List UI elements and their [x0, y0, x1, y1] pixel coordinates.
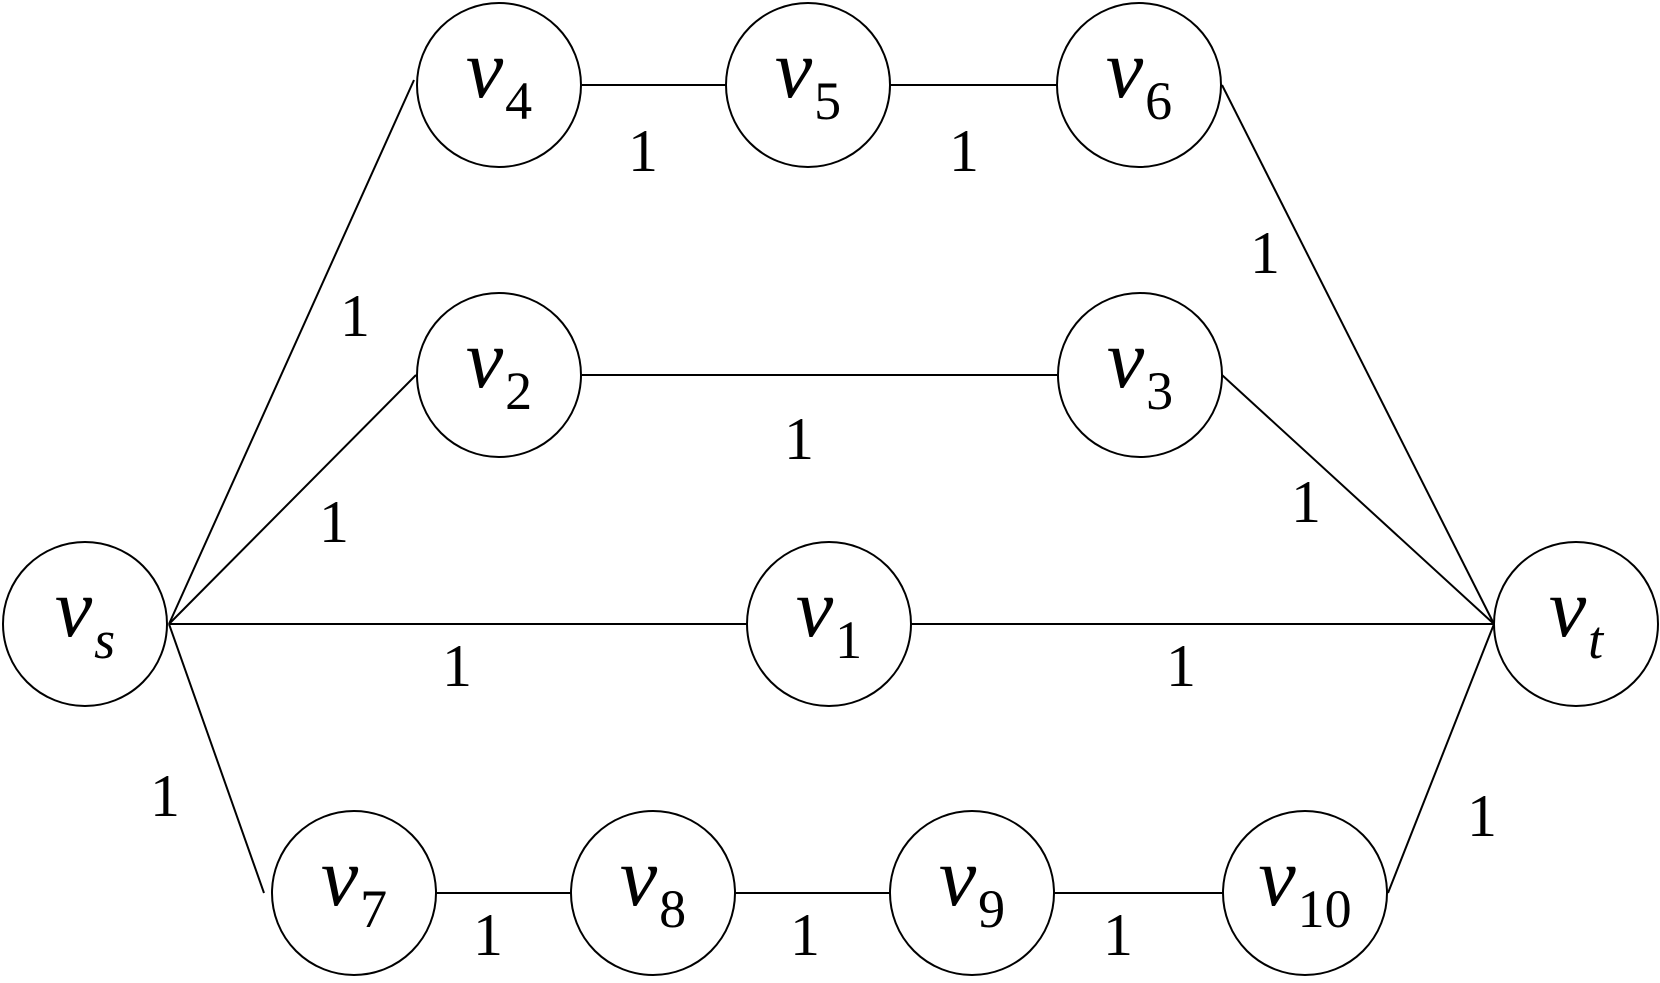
edge-weight-v4-v5: 1 — [628, 118, 658, 184]
node-v8: v8 — [570, 810, 736, 976]
node-label-sub-v6: 6 — [1145, 71, 1172, 131]
node-circle-v2 — [416, 292, 582, 458]
node-label-sub-v2: 2 — [505, 361, 532, 421]
node-v9: v9 — [889, 810, 1055, 976]
edge-weight-v3-vt: 1 — [1291, 469, 1321, 535]
node-label-main-v6: v — [1106, 23, 1144, 116]
edge-weight-v8-v9: 1 — [790, 902, 820, 968]
edge-weight-vs-v4: 1 — [340, 283, 370, 349]
node-label-main-vs: v — [55, 562, 93, 655]
node-vs: vs — [2, 541, 168, 707]
node-label-sub-v1: 1 — [835, 610, 862, 670]
node-label-main-v7: v — [321, 831, 359, 924]
node-label-main-vt: v — [1549, 562, 1587, 655]
node-circle-vs — [2, 541, 168, 707]
node-label-v8: v8 — [620, 831, 686, 939]
edge-weight-v9-v10: 1 — [1103, 902, 1133, 968]
node-circle-v5 — [725, 2, 891, 168]
node-label-sub-vs: s — [94, 610, 115, 670]
node-circle-v7 — [271, 810, 437, 976]
node-label-v10: v10 — [1258, 831, 1351, 939]
node-label-sub-v5: 5 — [814, 71, 841, 131]
edge-weight-v1-vt: 1 — [1166, 633, 1196, 699]
node-circle-v10 — [1222, 810, 1388, 976]
node-label-main-v1: v — [796, 562, 834, 655]
edge-v3-vt — [1221, 374, 1495, 625]
node-label-main-v5: v — [775, 23, 813, 116]
node-label-main-v3: v — [1107, 313, 1145, 406]
edge-weight-v10-vt: 1 — [1467, 783, 1497, 849]
edge-weight-v2-v3: 1 — [784, 406, 814, 472]
node-v1: v1 — [746, 541, 912, 707]
edge-weights-layer: 1 1 1 1 1 1 1 1 1 1 1 1 1 1 — [150, 118, 1497, 968]
node-label-sub-v10: 10 — [1298, 879, 1352, 939]
node-label-vs: vs — [55, 562, 115, 670]
node-v2: v2 — [416, 292, 582, 458]
node-label-main-v10: v — [1258, 831, 1296, 924]
node-circle-v6 — [1056, 2, 1222, 168]
edge-weight-v5-v6: 1 — [949, 118, 979, 184]
node-label-v4: v4 — [466, 23, 532, 131]
node-label-main-v8: v — [620, 831, 658, 924]
node-label-sub-v9: 9 — [978, 879, 1005, 939]
edge-weight-vs-v7: 1 — [150, 763, 180, 829]
edges-layer — [168, 79, 1495, 894]
node-circle-v1 — [746, 541, 912, 707]
node-label-v1: v1 — [796, 562, 862, 670]
node-label-v9: v9 — [939, 831, 1005, 939]
node-label-sub-v4: 4 — [505, 71, 532, 131]
node-label-v2: v2 — [466, 313, 532, 421]
node-label-main-v9: v — [939, 831, 977, 924]
edge-vs-v7 — [168, 623, 265, 894]
node-circle-v9 — [889, 810, 1055, 976]
edge-vs-v2 — [168, 374, 417, 625]
edge-vs-v4 — [168, 79, 415, 625]
node-label-main-v2: v — [466, 313, 504, 406]
node-label-sub-v7: 7 — [360, 879, 387, 939]
edge-weight-v6-vt: 1 — [1250, 220, 1280, 286]
node-label-sub-v8: 8 — [659, 879, 686, 939]
node-v6: v6 — [1056, 2, 1222, 168]
node-circle-vt — [1493, 541, 1659, 707]
node-label-sub-vt: t — [1588, 610, 1605, 670]
node-circle-v3 — [1057, 292, 1223, 458]
node-v3: v3 — [1057, 292, 1223, 458]
node-vt: vt — [1493, 541, 1659, 707]
edge-v10-vt — [1387, 623, 1495, 894]
node-label-v3: v3 — [1107, 313, 1173, 421]
edge-weight-vs-v1: 1 — [442, 633, 472, 699]
node-circle-v8 — [570, 810, 736, 976]
node-label-v6: v6 — [1106, 23, 1172, 131]
node-v5: v5 — [725, 2, 891, 168]
node-circle-v4 — [416, 2, 582, 168]
node-v4: v4 — [416, 2, 582, 168]
node-label-vt: vt — [1549, 562, 1605, 670]
node-label-main-v4: v — [466, 23, 504, 116]
node-label-v7: v7 — [321, 831, 387, 939]
edge-weight-v7-v8: 1 — [473, 902, 503, 968]
node-v10: v10 — [1222, 810, 1388, 976]
edge-weight-vs-v2: 1 — [319, 489, 349, 555]
node-label-v5: v5 — [775, 23, 841, 131]
node-label-sub-v3: 3 — [1146, 361, 1173, 421]
edge-v6-vt — [1221, 84, 1495, 625]
node-v7: v7 — [271, 810, 437, 976]
